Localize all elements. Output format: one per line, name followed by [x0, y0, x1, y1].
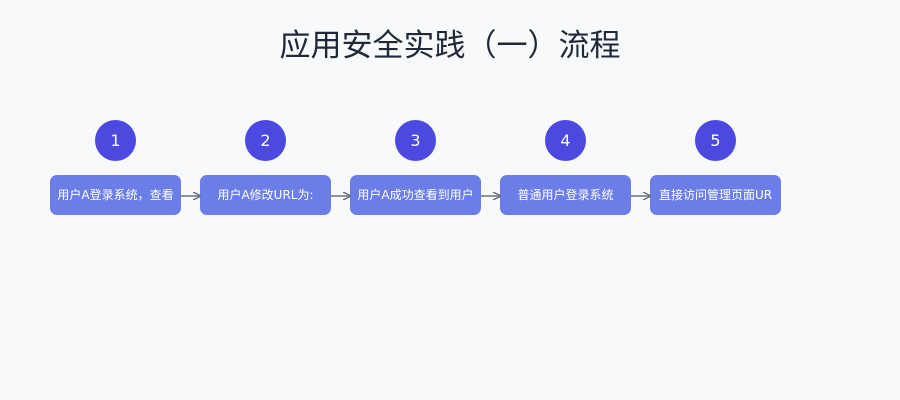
step-box-5: 直接访问管理页面UR [650, 175, 781, 215]
step-number-badge-2: 2 [245, 120, 286, 161]
step-box-1: 用户A登录系统，查看 [50, 175, 181, 215]
step-number-badge-1: 1 [95, 120, 136, 161]
step-number-badge-5: 5 [695, 120, 736, 161]
step-number-badge-3: 3 [395, 120, 436, 161]
step-box-3: 用户A成功查看到用户 [350, 175, 481, 215]
step-box-2: 用户A修改URL为: [200, 175, 331, 215]
step-box-4: 普通用户登录系统 [500, 175, 631, 215]
diagram-title: 应用安全实践（一）流程 [279, 28, 621, 64]
step-number-badge-4: 4 [545, 120, 586, 161]
